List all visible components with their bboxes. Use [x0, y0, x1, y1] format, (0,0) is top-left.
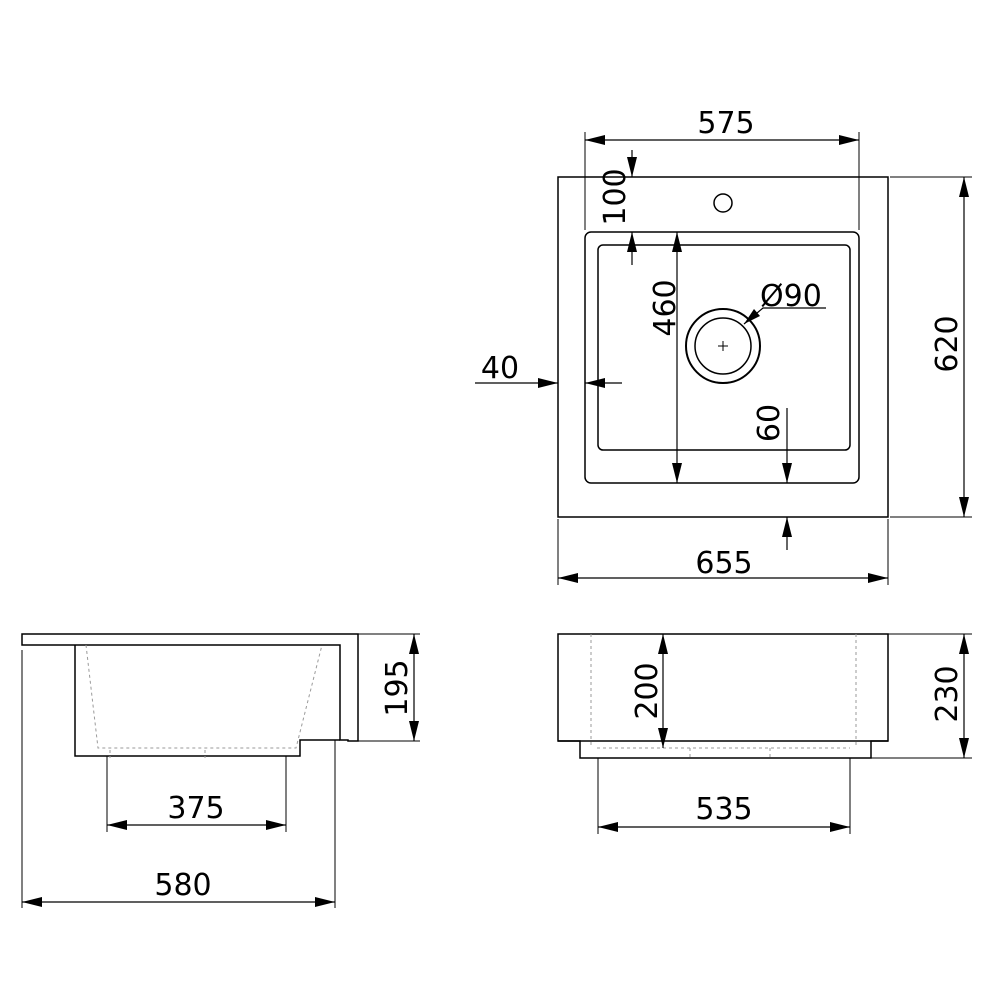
- dimension-label-620: 620: [930, 315, 965, 372]
- dimension-195: 195: [358, 633, 420, 742]
- dimension-100: 100: [598, 150, 637, 265]
- dimension-label-535: 535: [695, 792, 752, 827]
- dimension-655: 655: [557, 519, 889, 585]
- dimension-460: 460: [648, 232, 683, 483]
- bowl-inner: [597, 244, 851, 451]
- sink-outline-top: [557, 176, 889, 518]
- bowl-outer-rim: [584, 231, 860, 484]
- dimension-40: 40: [475, 351, 622, 388]
- dimension-230: 230: [871, 633, 972, 759]
- sink-profile-front: [557, 633, 889, 759]
- dimension-575: 575: [584, 106, 860, 230]
- dimension-label-195: 195: [380, 659, 415, 716]
- dimension-label-655: 655: [695, 546, 752, 581]
- dimension-200: 200: [630, 634, 668, 748]
- side-view: 195 375 580: [21, 633, 420, 908]
- top-view: 575 100 460 Ø90 40: [475, 106, 972, 585]
- dimension-60: 60: [752, 404, 792, 550]
- drain-outer-ring: [685, 308, 761, 384]
- bowl-inner-hidden: [85, 644, 323, 749]
- dimension-label-230: 230: [930, 665, 965, 722]
- dimension-label-460: 460: [648, 279, 683, 336]
- dimension-label-100: 100: [598, 168, 633, 225]
- dimension-label-60: 60: [752, 404, 787, 442]
- dimension-535: 535: [597, 758, 851, 834]
- drain-inner-ring: [694, 317, 752, 375]
- dimension-label-375: 375: [167, 791, 224, 826]
- dimension-diameter-90: Ø90: [743, 279, 826, 325]
- dimension-label-40: 40: [481, 351, 519, 386]
- dimension-label-diameter: Ø90: [760, 279, 822, 314]
- dimension-label-200: 200: [630, 662, 665, 719]
- bowl-walls-hidden: [590, 634, 857, 749]
- front-view: 200 230 535: [557, 633, 972, 834]
- dimension-label-580: 580: [154, 868, 211, 903]
- dimension-620: 620: [890, 176, 972, 518]
- tap-hole: [713, 193, 733, 213]
- drain-center-mark: [718, 341, 728, 351]
- dimension-375: 375: [106, 756, 287, 832]
- sink-profile-side: [21, 633, 359, 742]
- bowl-profile-side: [74, 645, 340, 757]
- dimension-580: 580: [21, 650, 336, 908]
- dimension-label-575: 575: [697, 106, 754, 141]
